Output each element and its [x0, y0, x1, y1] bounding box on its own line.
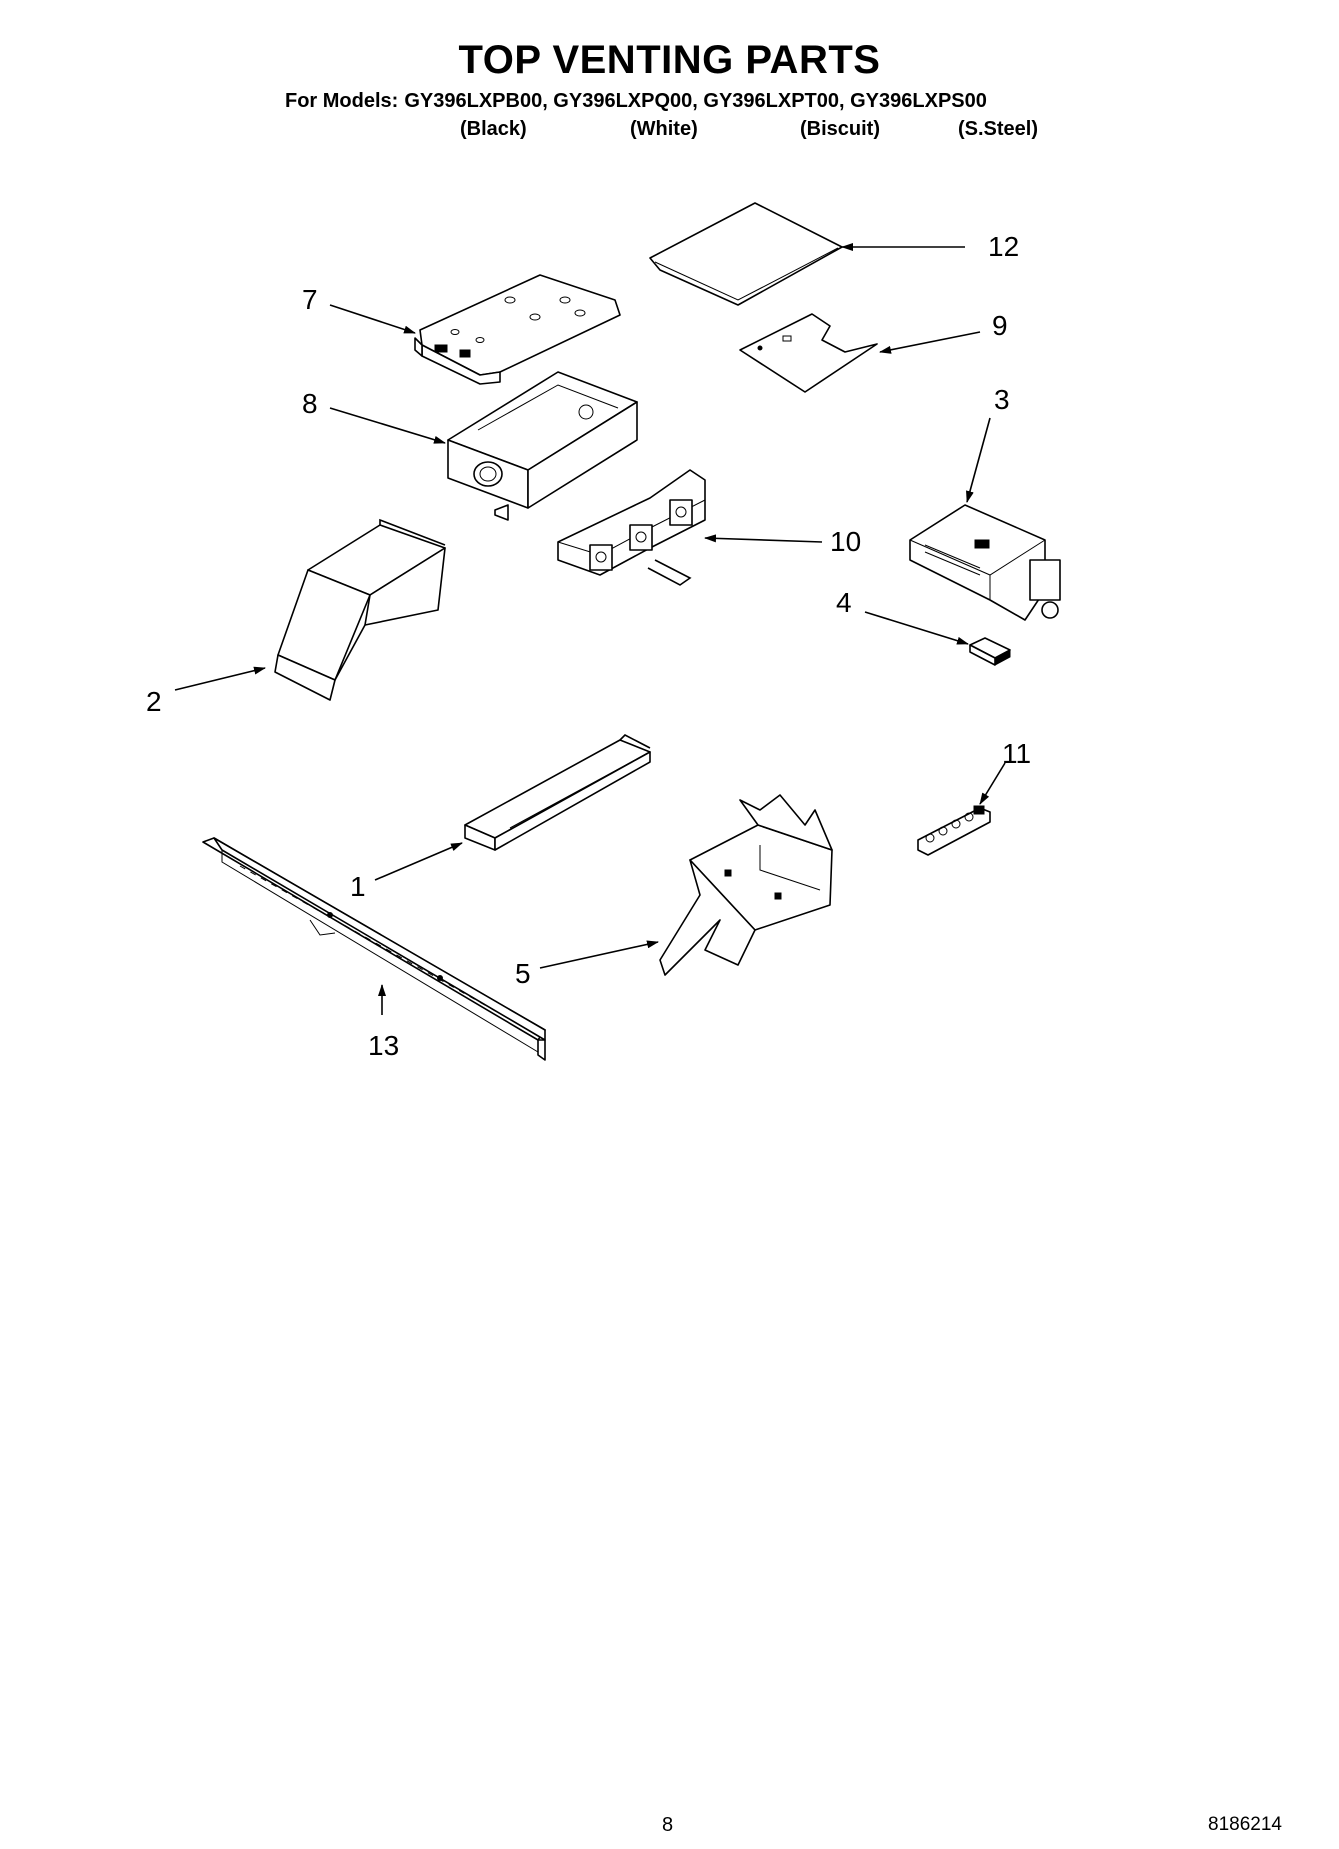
part-8-housing [447, 371, 638, 521]
part-4-spacer [969, 637, 1011, 666]
callout-12: 12 [988, 231, 1020, 262]
callout-10: 10 [830, 526, 862, 557]
leader-9 [879, 331, 981, 354]
leader-11 [979, 762, 1006, 805]
callout-1: 1 [350, 871, 366, 902]
models-label: For Models: [285, 90, 399, 112]
color-black: (Black) [460, 118, 527, 140]
part-9-plate [739, 313, 878, 393]
callout-4: 4 [836, 587, 852, 618]
color-ssteel: (S.Steel) [958, 118, 1039, 140]
part-3-vent-motor [909, 504, 1061, 621]
callout-2: 2 [146, 686, 162, 717]
page-number: 8 [662, 1814, 674, 1836]
leader-8 [329, 407, 446, 444]
leader-2 [174, 666, 266, 691]
callout-3: 3 [994, 384, 1010, 415]
page-title: TOP VENTING PARTS [458, 38, 881, 82]
leader-5 [539, 940, 659, 969]
callout-8: 8 [302, 388, 318, 419]
callout-13: 13 [368, 1030, 400, 1061]
callout-7: 7 [302, 284, 318, 315]
part-5-deflector [659, 794, 833, 976]
callout-9: 9 [992, 310, 1008, 341]
part-13-angle-bracket [202, 837, 546, 1061]
models-list-text: GY396LXPB00, GY396LXPQ00, GY396LXPT00, G… [404, 90, 987, 112]
part-12-panel [649, 202, 843, 306]
callout-5: 5 [515, 958, 531, 989]
part-1-rail [464, 734, 651, 851]
part-2-duct [274, 518, 446, 701]
leader-10 [704, 534, 823, 543]
part-10-terminal-block [557, 469, 706, 586]
callout-11: 11 [1002, 738, 1032, 769]
leader-1 [374, 842, 463, 881]
color-biscuit: (Biscuit) [800, 118, 880, 140]
document-number: 8186214 [1208, 1814, 1282, 1835]
leader-7 [329, 304, 416, 334]
leader-3 [966, 417, 991, 503]
leader-lines [174, 243, 1006, 1015]
leader-4 [864, 611, 969, 645]
model-list: For Models:GY396LXPB00, GY396LXPQ00, GY3… [285, 90, 987, 113]
part-11-clip-strip [917, 805, 991, 856]
part-7-bracket [414, 274, 621, 385]
color-white: (White) [630, 118, 698, 140]
